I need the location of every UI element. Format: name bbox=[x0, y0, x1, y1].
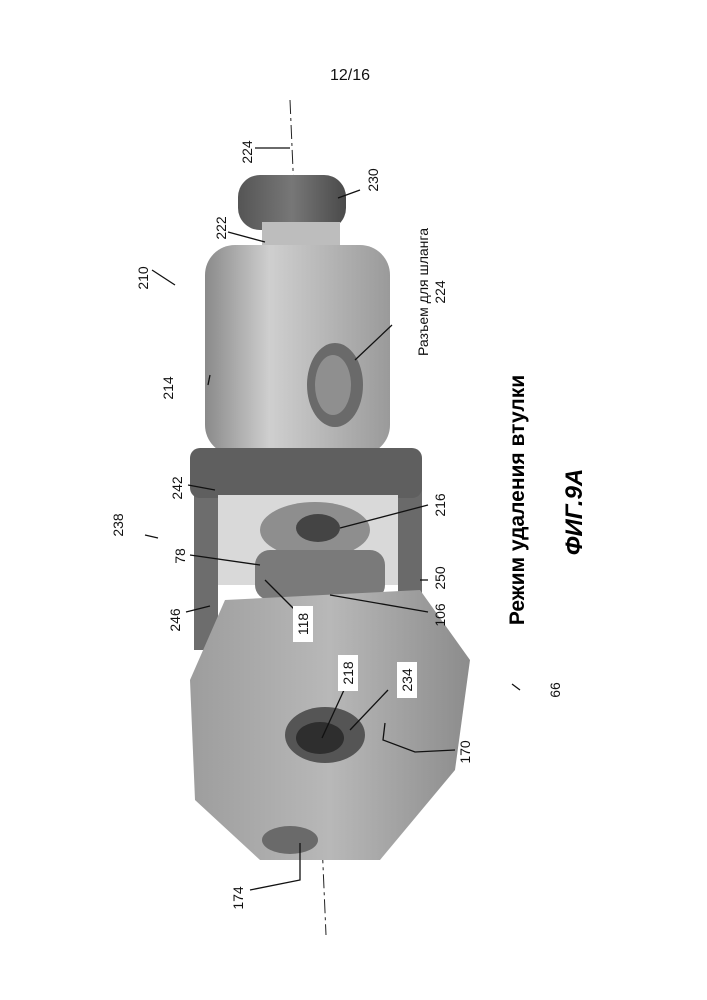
label-174: 174 bbox=[230, 886, 246, 910]
label-170: 170 bbox=[457, 740, 473, 764]
label-222: 222 bbox=[213, 216, 229, 240]
label-78: 78 bbox=[172, 548, 188, 564]
bore-218-inner bbox=[296, 722, 344, 754]
flange-242 bbox=[190, 448, 422, 498]
label-230: 230 bbox=[365, 168, 381, 192]
label-242: 242 bbox=[169, 476, 185, 500]
label-250: 250 bbox=[432, 566, 448, 590]
label-234: 234 bbox=[399, 668, 415, 692]
body-214 bbox=[205, 245, 390, 455]
label-216: 216 bbox=[432, 493, 448, 517]
label-118: 118 bbox=[295, 613, 311, 636]
part-216-core bbox=[296, 514, 340, 542]
label-238: 238 bbox=[110, 513, 126, 537]
port-174 bbox=[262, 826, 318, 854]
label-214: 214 bbox=[160, 376, 176, 400]
figure-title: ФИГ.9А bbox=[561, 469, 588, 556]
label-hose-224: 224 bbox=[432, 280, 448, 304]
label-210: 210 bbox=[135, 266, 151, 290]
label-axis-224: 224 bbox=[239, 140, 255, 164]
hose-port-inner bbox=[315, 355, 351, 415]
label-66: 66 bbox=[547, 682, 563, 698]
page-number: 12/16 bbox=[330, 67, 370, 84]
label-106: 106 bbox=[432, 603, 448, 627]
hose-connector-label: Разъем для шланга bbox=[415, 228, 431, 356]
label-246: 246 bbox=[167, 608, 183, 632]
part-106 bbox=[255, 550, 385, 600]
label-218: 218 bbox=[340, 661, 356, 685]
figure-caption: Режим удаления втулки bbox=[506, 375, 529, 625]
cap-230 bbox=[238, 175, 346, 230]
